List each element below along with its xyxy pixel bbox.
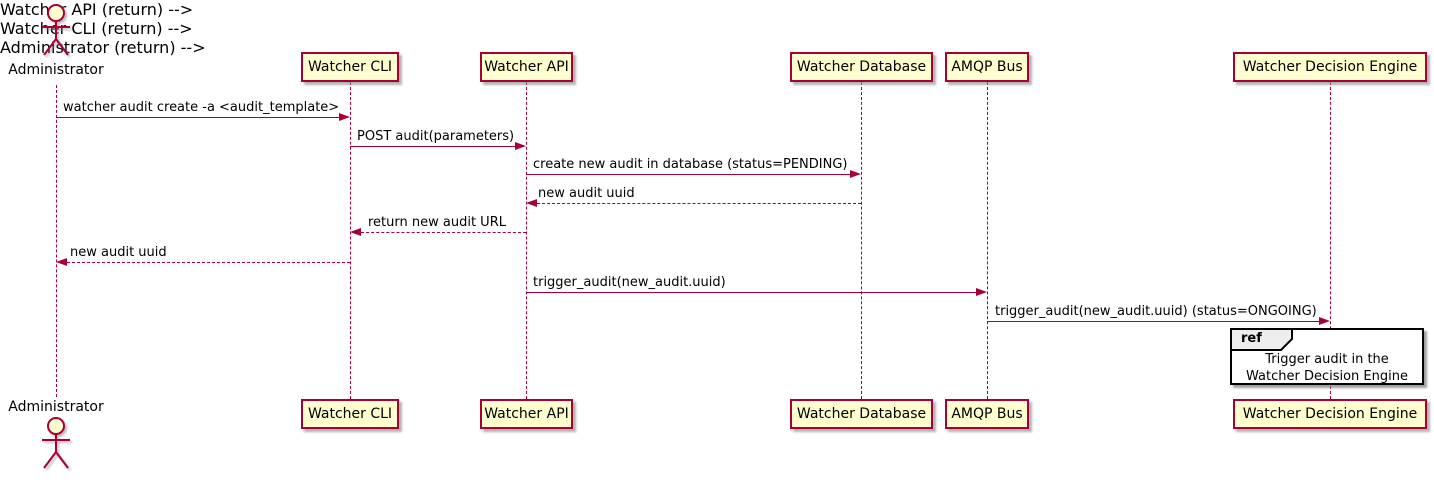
lifeline-administrator [56, 85, 57, 397]
participant-amqp-bus-bottom: AMQP Bus [945, 399, 1029, 429]
message-line [537, 203, 861, 204]
actor-figure-icon [42, 417, 70, 469]
arrowhead-icon [350, 228, 361, 236]
message-label: new audit uuid [538, 186, 635, 201]
message-label: trigger_audit(new_audit.uuid) (status=ON… [995, 304, 1317, 319]
participant-watcher-decision-engine-top: Watcher Decision Engine [1233, 52, 1427, 82]
participant-watcher-cli-bottom: Watcher CLI [301, 399, 399, 429]
arrowhead-icon [976, 288, 987, 296]
actor-label-administrator-bottom: Administrator [8, 399, 104, 415]
arrowhead-icon [56, 258, 67, 266]
ref-tab-icon [1230, 328, 1293, 351]
lifeline-watcher-cli [350, 82, 351, 399]
message-line [361, 232, 526, 233]
arrowhead-icon [339, 113, 350, 121]
participant-watcher-api-bottom: Watcher API [480, 399, 573, 429]
arrowhead-icon [1319, 317, 1330, 325]
lifeline-amqp-bus [987, 82, 988, 399]
message-label: POST audit(parameters) [357, 129, 515, 144]
message-label: trigger_audit(new_audit.uuid) [533, 275, 726, 290]
message-line [987, 321, 1320, 322]
message-line [350, 146, 516, 147]
arrowhead-icon [515, 142, 526, 150]
participant-watcher-database-top: Watcher Database [790, 52, 933, 82]
participant-watcher-database-bottom: Watcher Database [790, 399, 933, 429]
message-line [526, 292, 977, 293]
message-line [56, 117, 340, 118]
ref-fragment: ref Trigger audit in the Watcher Decisio… [1230, 328, 1424, 385]
ref-keyword: ref [1241, 331, 1262, 346]
message-label: watcher audit create -a <audit_template> [63, 100, 340, 115]
message-line [526, 174, 851, 175]
message-label: return new audit URL [368, 215, 506, 230]
lifeline-watcher-decision-engine [1330, 82, 1331, 399]
message-line [67, 262, 350, 263]
participant-watcher-api-top: Watcher API [480, 52, 573, 82]
participant-watcher-decision-engine-bottom: Watcher Decision Engine [1233, 399, 1427, 429]
ref-line-2: Watcher Decision Engine [1246, 369, 1408, 384]
lifeline-watcher-api [526, 82, 527, 399]
participant-amqp-bus-top: AMQP Bus [945, 52, 1029, 82]
arrowhead-icon [526, 199, 537, 207]
ref-line-1: Trigger audit in the [1265, 352, 1389, 367]
participant-watcher-cli-top: Watcher CLI [301, 52, 399, 82]
lifeline-watcher-database [861, 82, 862, 399]
actor-figure-icon [42, 4, 70, 56]
arrowhead-icon [850, 170, 861, 178]
ref-body: Trigger audit in the Watcher Decision En… [1232, 351, 1422, 385]
actor-label-administrator-top: Administrator [8, 62, 104, 78]
message-label: create new audit in database (status=PEN… [533, 157, 848, 172]
message-label: new audit uuid [70, 245, 167, 260]
